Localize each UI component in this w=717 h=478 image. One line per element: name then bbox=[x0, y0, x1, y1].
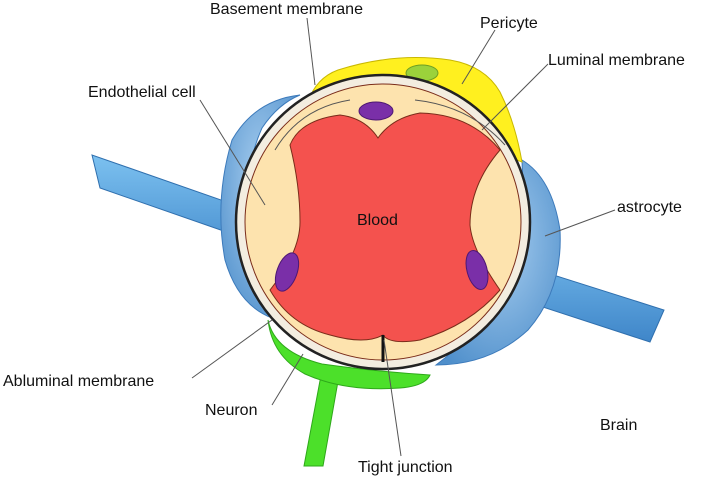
leader-basement-membrane bbox=[306, 17, 316, 86]
label-abluminal-membrane: Abluminal membrane bbox=[3, 373, 154, 390]
label-blood: Blood bbox=[357, 212, 398, 229]
label-tight-junction: Tight junction bbox=[358, 459, 453, 476]
leader-tight-junction bbox=[383, 339, 402, 457]
endothelial-nucleus-right bbox=[465, 250, 489, 290]
leader-endothelial-cell bbox=[199, 99, 266, 206]
label-basement-membrane: Basement membrane bbox=[210, 1, 363, 18]
neuron-body bbox=[267, 319, 431, 390]
leader-astrocyte bbox=[544, 209, 616, 237]
leader-neuron bbox=[271, 353, 304, 406]
label-astrocyte: astrocyte bbox=[617, 199, 682, 216]
label-luminal-membrane: Luminal membrane bbox=[548, 52, 685, 69]
neuron-axon bbox=[303, 369, 341, 467]
leader-pericyte bbox=[461, 29, 496, 85]
label-brain: Brain bbox=[600, 417, 637, 434]
endothelial-nucleus-top bbox=[358, 101, 394, 121]
blood-lumen bbox=[269, 112, 501, 343]
leader-luminal-membrane bbox=[481, 63, 549, 131]
luminal-membrane bbox=[274, 99, 506, 151]
label-pericyte: Pericyte bbox=[480, 15, 538, 32]
leader-abluminal-membrane bbox=[191, 319, 273, 379]
label-endothelial-cell: Endothelial cell bbox=[88, 84, 196, 101]
endothelial-nucleus-left bbox=[274, 252, 300, 292]
label-neuron: Neuron bbox=[205, 402, 257, 419]
